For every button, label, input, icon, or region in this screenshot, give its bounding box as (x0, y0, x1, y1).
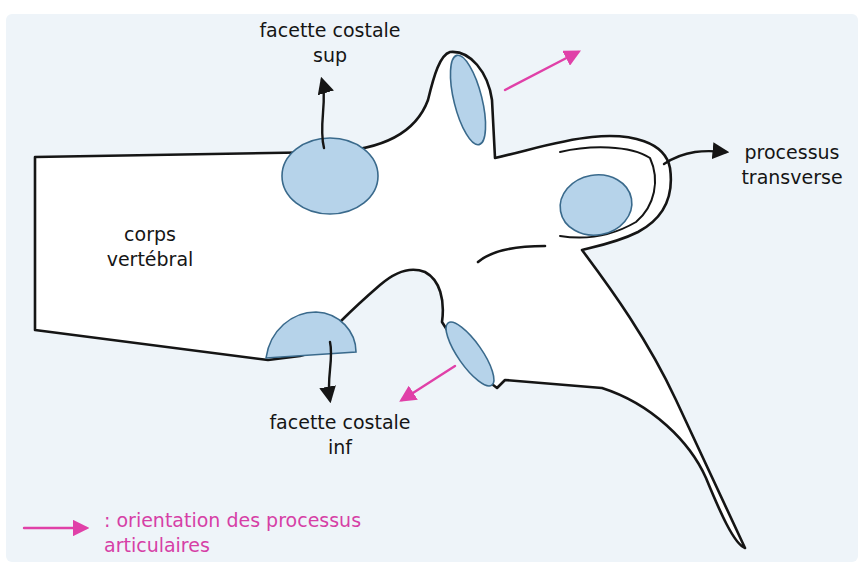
costal-facet-sup (282, 138, 378, 214)
vertebra-outline (35, 52, 745, 548)
leader-arrow (664, 151, 726, 164)
orientation-arrow (402, 366, 455, 400)
leader-arrow (322, 80, 324, 148)
part-label: facette costale inf (265, 410, 415, 459)
pedicle-line (478, 246, 545, 262)
part-label: processus transverse (728, 140, 856, 189)
transverse-facet (555, 169, 636, 241)
background-panel (6, 14, 858, 562)
part-label: corps vertébral (80, 222, 220, 271)
legend-arrow (24, 527, 86, 529)
leader-arrow (329, 342, 331, 400)
inferior-articular-facet (438, 316, 501, 392)
legend-text: : orientation des processus articulaires (104, 508, 364, 557)
part-label: facette costale sup (255, 18, 405, 67)
superior-articular-facet (443, 52, 492, 148)
orientation-arrow (505, 52, 578, 90)
costal-facet-inf (266, 312, 356, 358)
